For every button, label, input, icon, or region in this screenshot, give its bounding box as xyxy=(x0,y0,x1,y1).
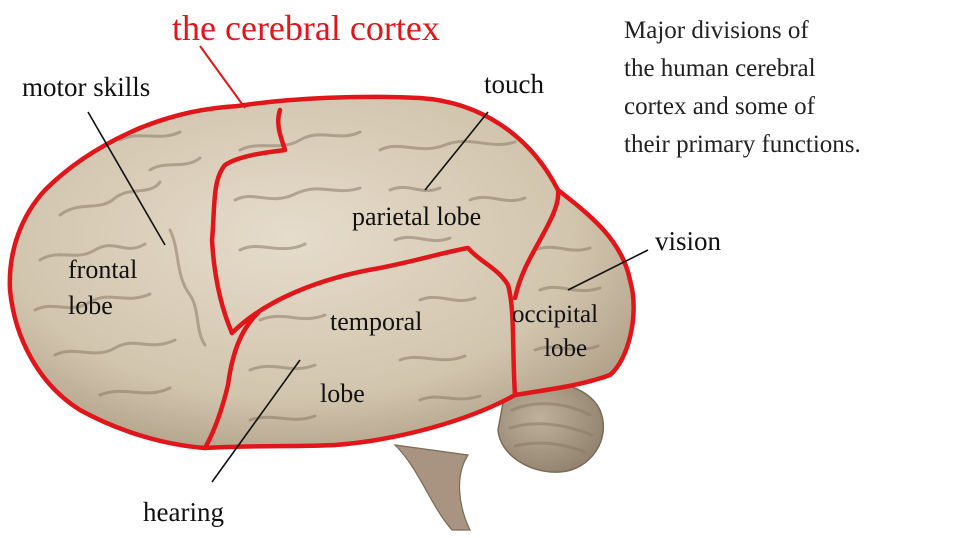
label-hearing: hearing xyxy=(143,497,224,527)
label-occipital-line-2: lobe xyxy=(544,335,587,362)
title-pointer xyxy=(200,46,245,108)
label-vision: vision xyxy=(655,226,722,256)
caption-line-2: the human cerebral xyxy=(624,55,816,82)
label-frontal-line-1: frontal xyxy=(68,255,137,284)
caption-line-1: Major divisions of xyxy=(624,17,809,44)
brainstem xyxy=(395,445,470,530)
label-motor-skills: motor skills xyxy=(22,72,150,102)
diagram-title: the cerebral cortex xyxy=(172,8,440,48)
label-temporal-line-2: lobe xyxy=(320,379,365,408)
label-frontal-line-2: lobe xyxy=(68,291,113,320)
label-parietal: parietal lobe xyxy=(352,202,481,231)
caption-line-4: their primary functions. xyxy=(624,131,861,158)
label-temporal-line-1: temporal xyxy=(330,307,422,336)
caption-line-3: cortex and some of xyxy=(624,93,816,120)
label-touch: touch xyxy=(484,69,544,99)
caption: Major divisions of the human cerebral co… xyxy=(624,17,861,158)
label-occipital-line-1: occipital xyxy=(512,301,598,328)
